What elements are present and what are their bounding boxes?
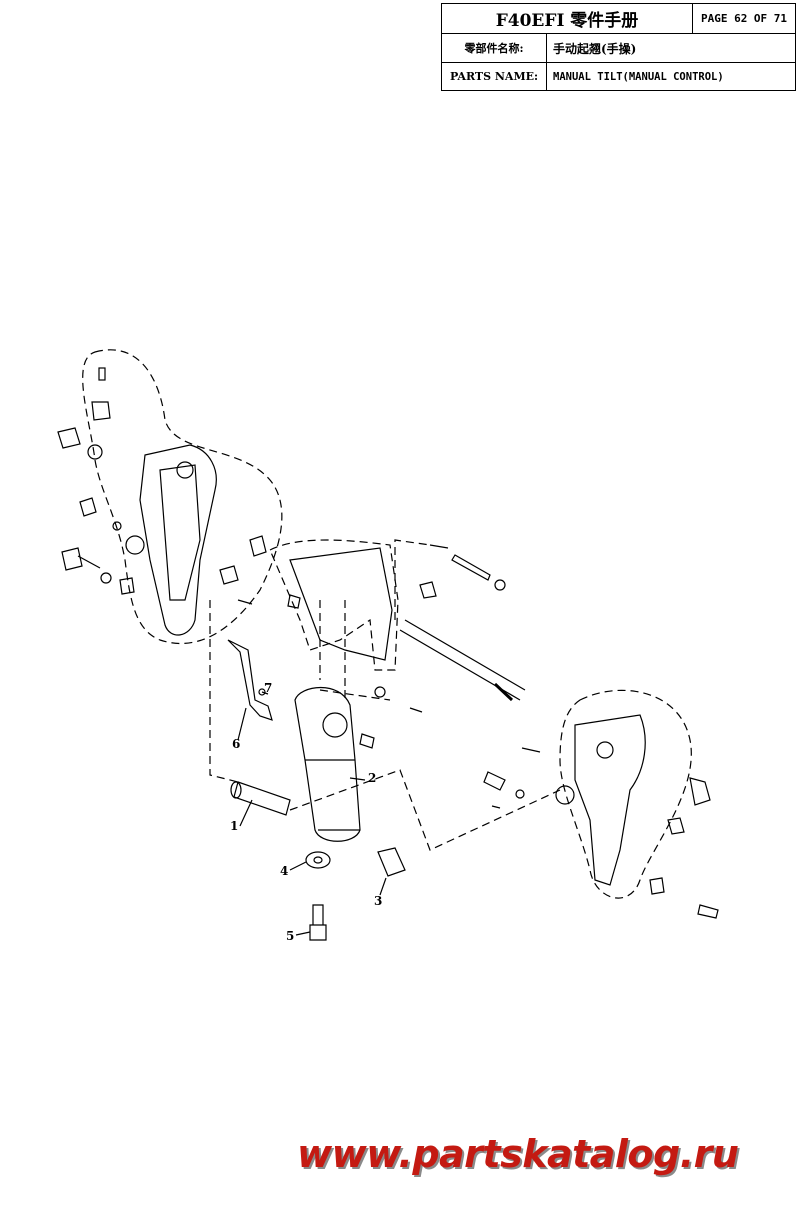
- en-name-value: MANUAL TILT(MANUAL CONTROL): [553, 70, 724, 83]
- swivel-bracket-body: [289, 547, 393, 661]
- cn-name-value: 手动起翘(手操): [553, 41, 637, 56]
- callout-6: 6: [232, 737, 240, 751]
- collar: [377, 847, 406, 877]
- washer-left-1: [87, 444, 103, 460]
- left-stern-bracket: [139, 444, 217, 636]
- callout-3: 3: [374, 894, 382, 908]
- pin: [98, 367, 106, 381]
- center-swivel-bracket: [269, 539, 399, 671]
- tilt-rod: [399, 619, 526, 701]
- cn-name-row: 零部件名称: 手动起翘(手操): [442, 34, 795, 63]
- title-row: F40EFI 零件手册 PAGE 62 OF 71: [442, 4, 795, 34]
- tilt-handle: [227, 639, 273, 721]
- callout-1: 1: [230, 819, 238, 833]
- right-bracket-outline: [559, 689, 692, 899]
- callout-5: 5: [286, 929, 294, 943]
- nut-left-2: [79, 497, 97, 517]
- callout-labels: 1 2 3 4 5 6 7: [230, 681, 382, 943]
- title-block: F40EFI 零件手册 PAGE 62 OF 71 零部件名称: 手动起翘(手操…: [441, 3, 796, 91]
- document-title: F40EFI 零件手册: [442, 4, 693, 33]
- right-stern-bracket: [574, 714, 646, 886]
- socket-bolt: [309, 904, 327, 941]
- spacer: [305, 851, 331, 869]
- bushing: [91, 401, 111, 421]
- callout-7: 7: [264, 681, 272, 695]
- callout-4: 4: [280, 864, 288, 878]
- cn-name-label: 零部件名称:: [442, 34, 547, 62]
- en-name-row: PARTS NAME: MANUAL TILT(MANUAL CONTROL): [442, 63, 795, 90]
- bolt-left: [61, 547, 101, 571]
- left-bracket-bolt-hole: [176, 461, 194, 479]
- page-number: PAGE 62 OF 71: [700, 12, 788, 25]
- callout-2: 2: [368, 771, 376, 785]
- left-bracket-outline: [82, 349, 283, 645]
- tilt-pin: [233, 781, 291, 816]
- en-name-label: PARTS NAME:: [442, 63, 547, 90]
- tilt-cylinder: [294, 686, 361, 842]
- nut-left-1: [57, 427, 81, 449]
- watermark-url: www.partskatalog.ru: [297, 1132, 739, 1176]
